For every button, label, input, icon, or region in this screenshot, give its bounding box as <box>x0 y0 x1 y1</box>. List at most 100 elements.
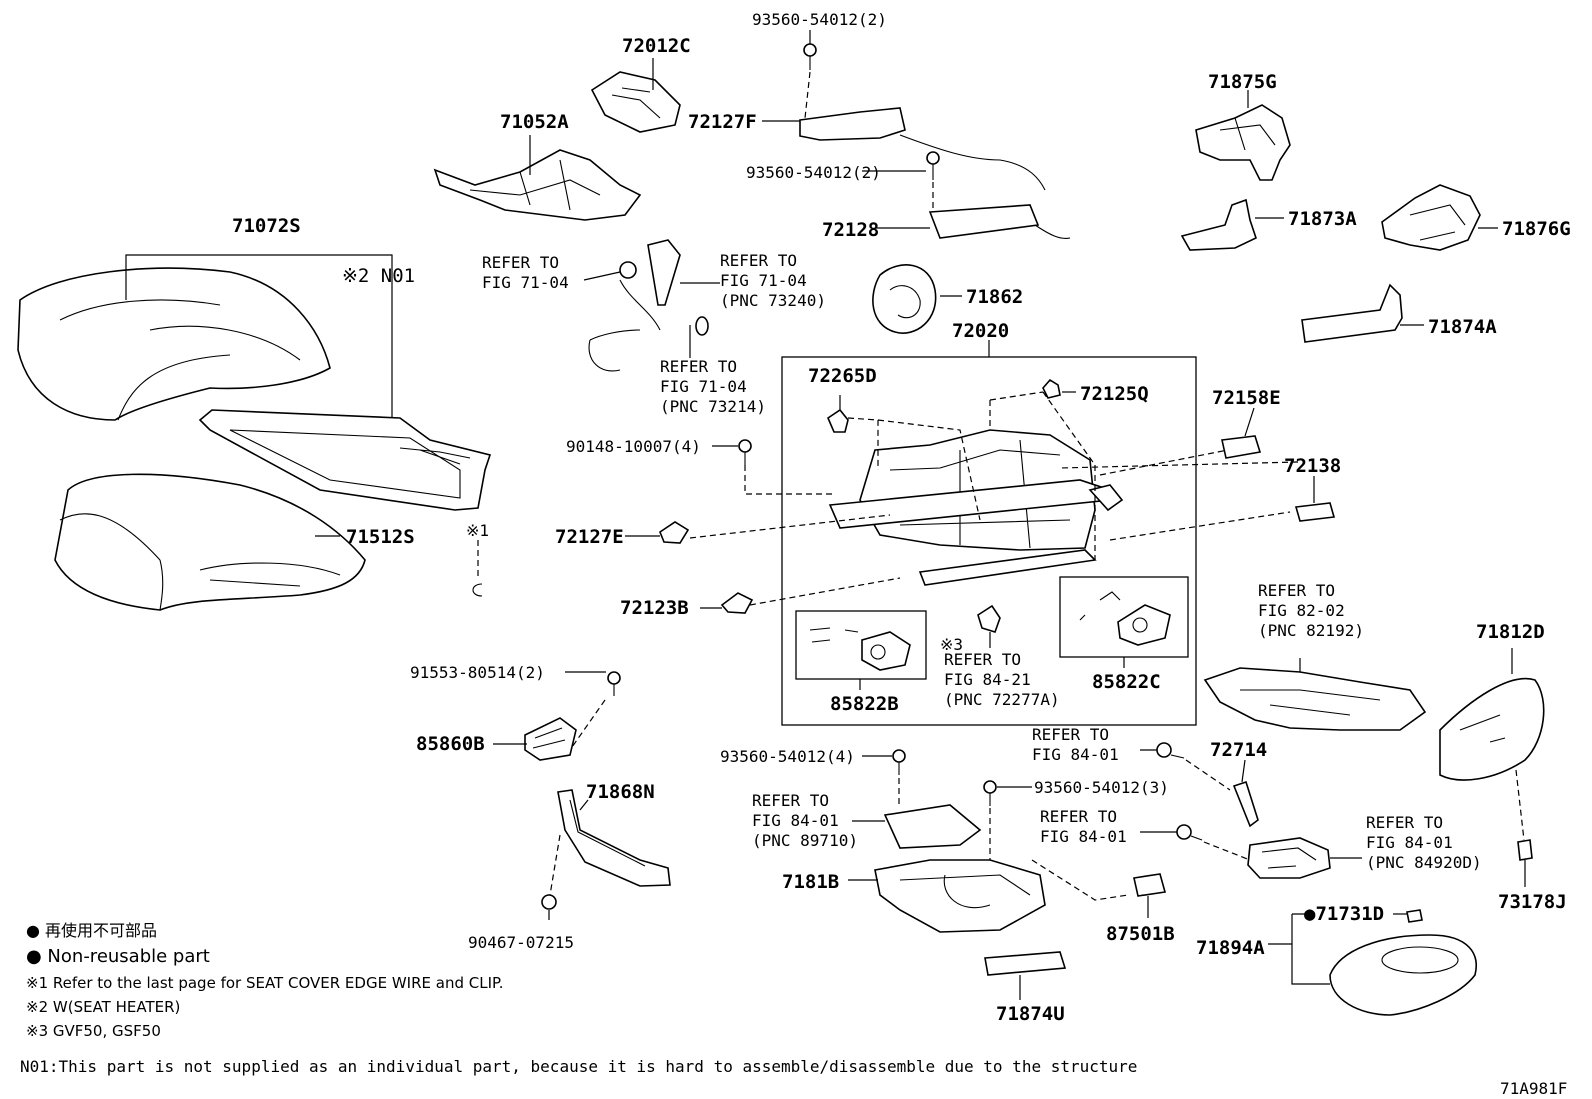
part-72138-drawing <box>1294 502 1336 522</box>
refer-fig-71-04-pnc-73240: REFER TO FIG 71-04 (PNC 73240) <box>720 251 826 310</box>
refer-fig-84-01-pnc-89710: REFER TO FIG 84-01 (PNC 89710) <box>752 791 858 850</box>
seat-frame-track-drawing <box>828 429 1124 586</box>
motor-85822B-drawing <box>809 627 911 690</box>
part-72714-drawing <box>1232 780 1259 828</box>
note-3: ※3 GVF50, GSF50 <box>26 1022 161 1040</box>
svg-text:REFER TO: REFER TO <box>660 357 737 376</box>
part-72127F-drawing <box>762 30 1046 191</box>
label-71512S: 71512S <box>346 526 415 548</box>
cushion-pad-drawing <box>54 473 366 611</box>
screw-refer-84-01-b <box>1176 824 1192 840</box>
label-72123B: 72123B <box>620 597 689 619</box>
clip-90467-drawing <box>541 894 557 910</box>
svg-text:(PNC 73240): (PNC 73240) <box>720 291 826 310</box>
part-72158E-drawing <box>1221 435 1262 459</box>
label-71072S: 71072S <box>232 215 301 237</box>
svg-text:FIG 84-21: FIG 84-21 <box>944 670 1031 689</box>
svg-text:REFER TO: REFER TO <box>1040 807 1117 826</box>
label-7181B: 7181B <box>782 871 839 893</box>
svg-text:FIG 71-04: FIG 71-04 <box>720 271 807 290</box>
refer-fig-82-02-pnc-82192: REFER TO FIG 82-02 (PNC 82192) <box>1258 581 1364 640</box>
label-71868N: 71868N <box>586 781 655 803</box>
ecu-module-drawing <box>883 804 982 849</box>
refer-fig-84-01-pnc-84920D: REFER TO FIG 84-01 (PNC 84920D) <box>1366 813 1482 872</box>
label-72128: 72128 <box>822 219 879 241</box>
label-71731D: ●71731D <box>1304 903 1384 925</box>
motor-box-85822B <box>795 610 927 680</box>
motor-85822C-drawing <box>1079 591 1171 668</box>
seat-switch-drawing <box>1247 837 1331 879</box>
label-87501B: 87501B <box>1106 923 1175 945</box>
part-87501B-drawing <box>1133 873 1167 897</box>
label-73178J: 73178J <box>1498 891 1567 913</box>
screw-93560-3-drawing <box>983 780 997 794</box>
label-note1: ※1 <box>466 521 489 540</box>
label-71812D: 71812D <box>1476 621 1545 643</box>
part-7181B-drawing <box>874 859 1046 933</box>
figure-id: 71A981F <box>1500 1079 1567 1098</box>
label-72127E: 72127E <box>555 526 624 548</box>
label-note3: ※3 <box>940 635 963 654</box>
part-72123B-drawing <box>720 592 754 614</box>
part-73178J-drawing <box>1517 839 1533 861</box>
svg-text:REFER TO: REFER TO <box>1258 581 1335 600</box>
svg-text:(PNC 73214): (PNC 73214) <box>660 397 766 416</box>
label-72265D: 72265D <box>808 365 877 387</box>
label-85822C: 85822C <box>1092 671 1161 693</box>
label-72138: 72138 <box>1284 455 1341 477</box>
seat-heater-mat-drawing <box>198 409 492 511</box>
label-72127F: 72127F <box>688 111 757 133</box>
label-71052A: 71052A <box>500 111 569 133</box>
label-N01: ※2 N01 <box>342 265 415 287</box>
part-72012C-drawing <box>590 58 681 133</box>
label-85860B: 85860B <box>416 733 485 755</box>
bolt-90148-drawing <box>738 439 752 453</box>
label-91553: 91553-80514(2) <box>410 663 545 682</box>
part-71875G-drawing <box>1195 90 1291 181</box>
refer-fig-84-01-b: REFER TO FIG 84-01 <box>1040 807 1127 846</box>
part-71876G-drawing <box>1381 184 1498 251</box>
svg-text:FIG 84-01: FIG 84-01 <box>1366 833 1453 852</box>
svg-text:FIG 84-01: FIG 84-01 <box>752 811 839 830</box>
svg-text:REFER TO: REFER TO <box>1032 725 1109 744</box>
label-90148: 90148-10007(4) <box>566 437 701 456</box>
svg-text:(PNC 89710): (PNC 89710) <box>752 831 858 850</box>
svg-text:FIG 84-01: FIG 84-01 <box>1040 827 1127 846</box>
svg-text:(PNC 82192): (PNC 82192) <box>1258 621 1364 640</box>
note-1: ※1 Refer to the last page for SEAT COVER… <box>26 974 503 992</box>
label-72714: 72714 <box>1210 739 1267 761</box>
refer-fig-71-04-pnc-73214: REFER TO FIG 71-04 (PNC 73214) <box>660 357 766 416</box>
part-72128-drawing <box>862 151 1071 239</box>
label-71894A: 71894A <box>1196 937 1265 959</box>
svg-text:(PNC 72277A): (PNC 72277A) <box>944 690 1060 709</box>
part-71731D-drawing <box>1406 909 1423 923</box>
label-71874A: 71874A <box>1428 316 1497 338</box>
svg-text:REFER TO: REFER TO <box>752 791 829 810</box>
label-90467: 90467-07215 <box>468 933 574 952</box>
part-71874U-drawing <box>984 951 1067 976</box>
part-72125Q-drawing <box>1042 378 1061 399</box>
bolt-91553-drawing <box>607 671 621 685</box>
label-71862: 71862 <box>966 286 1023 308</box>
legend-non-reusable-en: ● Non-reusable part <box>26 946 210 967</box>
part-71873A-drawing <box>1180 198 1284 251</box>
part-71894A-drawing <box>1329 934 1477 1016</box>
note-2: ※2 W(SEAT HEATER) <box>26 998 180 1016</box>
harness-knob-drawing <box>583 239 720 372</box>
svg-text:REFER TO: REFER TO <box>720 251 797 270</box>
part-71868N-drawing <box>557 789 671 887</box>
seat-cover-drawing <box>17 254 393 455</box>
svg-text:FIG 71-04: FIG 71-04 <box>660 377 747 396</box>
svg-text:REFER TO: REFER TO <box>1366 813 1443 832</box>
label-85822B: 85822B <box>830 693 899 715</box>
svg-text:FIG 84-01: FIG 84-01 <box>1032 745 1119 764</box>
refer-fig-71-04-a: REFER TO FIG 71-04 <box>482 253 569 292</box>
label-71874U: 71874U <box>996 1003 1065 1025</box>
svg-text:FIG 71-04: FIG 71-04 <box>482 273 569 292</box>
label-93560-top: 93560-54012(2) <box>752 10 887 29</box>
svg-text:REFER TO: REFER TO <box>944 650 1021 669</box>
svg-text:(PNC 84920D): (PNC 84920D) <box>1366 853 1482 872</box>
refer-fig-84-01-a: REFER TO FIG 84-01 <box>1032 725 1119 764</box>
part-72265D-drawing <box>827 408 849 433</box>
screw-93560-4-drawing <box>892 749 906 763</box>
